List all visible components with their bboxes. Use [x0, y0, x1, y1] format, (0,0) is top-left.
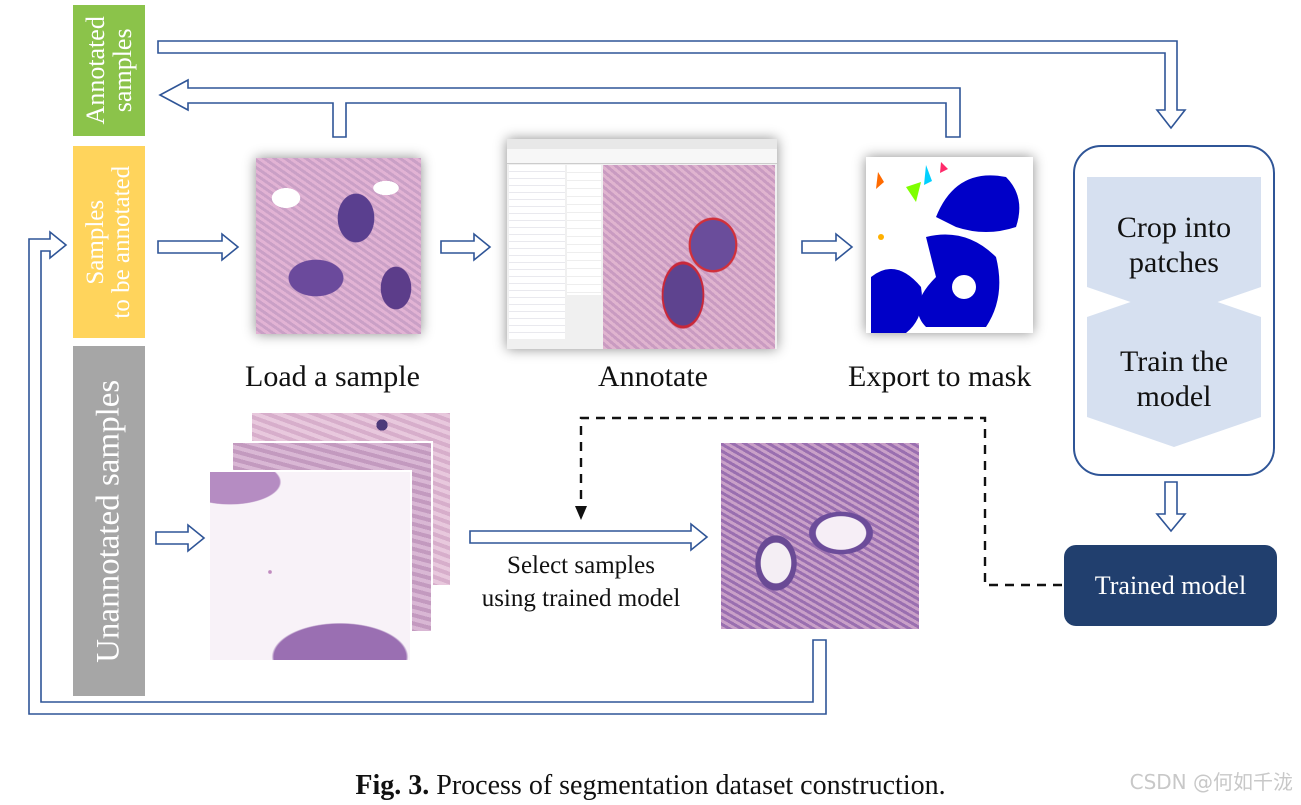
- arrow-to-annotate: [440, 232, 492, 262]
- return-to-annotated-arrow: [158, 78, 961, 138]
- dashed-arrow-head: [575, 506, 587, 520]
- software-toolbar: [507, 149, 777, 164]
- train-model-step: Train the model: [1119, 345, 1229, 413]
- arrow-to-selected: [469, 522, 709, 552]
- figure-caption: Fig. 3. Process of segmentation dataset …: [355, 770, 946, 801]
- trained-model-box: Trained model: [1064, 545, 1277, 626]
- selected-sample-image: [721, 443, 919, 629]
- arrow-to-load: [157, 232, 240, 262]
- unannotated-samples-band: Unannotated samples: [73, 346, 145, 696]
- annotation-list-panel: [509, 165, 565, 339]
- sample-histology-image: [256, 158, 421, 334]
- arrow-to-stack: [155, 523, 206, 553]
- csdn-watermark: CSDN @何如千泷: [1129, 770, 1293, 794]
- top-flow-arrow: [157, 40, 1187, 130]
- crop-patches-step: Crop into patches: [1116, 211, 1232, 279]
- unannotated-image-front: [208, 470, 412, 662]
- training-panel: Crop into patches Train the model: [1073, 145, 1275, 476]
- annotate-label: Annotate: [598, 360, 708, 393]
- samples-to-annotate-band: Samples to be annotated: [73, 146, 145, 338]
- annotation-software-screenshot: [507, 139, 777, 349]
- export-mask-label: Export to mask: [848, 360, 1032, 393]
- class-list-panel: [567, 165, 601, 295]
- select-samples-label: Select samples using trained model: [481, 552, 681, 612]
- load-sample-label: Load a sample: [245, 360, 420, 393]
- chevron-shapes: [1087, 177, 1261, 447]
- annotated-samples-band: Annotated samples: [73, 5, 145, 136]
- bottom-loop-arrow: [28, 230, 827, 715]
- annotated-histology-view: [603, 165, 775, 349]
- dashed-feedback-line: [579, 416, 1062, 587]
- segmentation-mask-image: [866, 157, 1033, 333]
- mask-shapes: [871, 162, 1020, 333]
- arrow-to-export: [801, 232, 854, 262]
- arrow-panel-to-trained: [1155, 481, 1187, 533]
